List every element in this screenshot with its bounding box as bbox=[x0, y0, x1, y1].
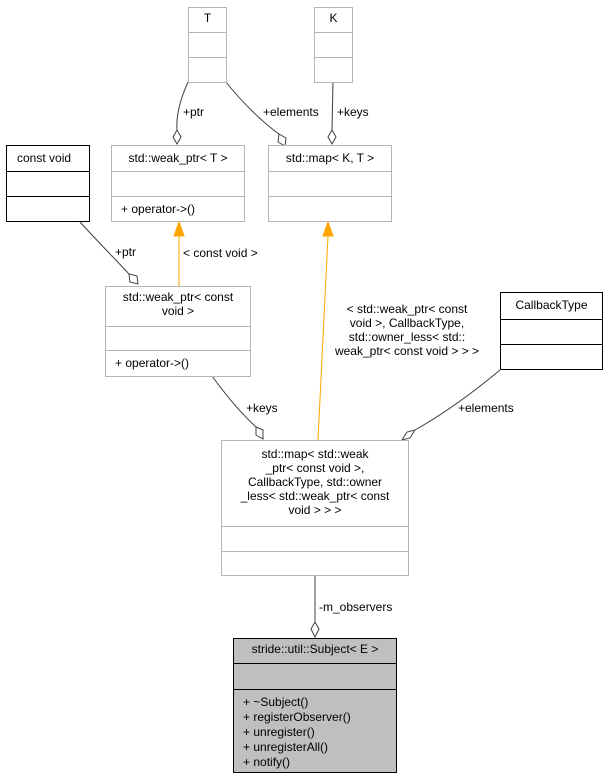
label-weak-template: < const void > bbox=[183, 246, 258, 260]
class-map-k-t-name: std::map< K, T > bbox=[285, 151, 375, 165]
label-map-template: < std::weak_ptr< const void >, CallbackT… bbox=[322, 302, 492, 358]
class-const-void-operations bbox=[7, 196, 89, 222]
class-callback-type-operations bbox=[501, 344, 602, 370]
class-K-attributes bbox=[315, 32, 352, 57]
diamond-icon bbox=[400, 429, 417, 441]
operation-notify: + notify() bbox=[243, 755, 291, 769]
class-weak-ptr-const-void: std::weak_ptr< const void > + operator->… bbox=[105, 286, 251, 377]
class-name-line: void > > > bbox=[288, 503, 342, 517]
label-observers: -m_observers bbox=[319, 600, 393, 614]
label-cb-elements: +elements bbox=[458, 401, 514, 415]
class-name-line: void > bbox=[161, 304, 195, 318]
class-weak-ptr-t: std::weak_ptr< T > + operator->() bbox=[111, 145, 245, 222]
arrow-head-icon bbox=[173, 220, 185, 237]
operation-destructor: + ~Subject() bbox=[243, 695, 309, 709]
class-const-void-name: const void bbox=[17, 151, 72, 165]
class-name-line: CallbackType, std::owner bbox=[247, 475, 383, 489]
class-callback-type-name: CallbackType bbox=[515, 298, 588, 312]
class-T: T bbox=[188, 7, 227, 83]
class-K-name: K bbox=[329, 11, 338, 25]
class-name-line: std::weak_ptr< const bbox=[122, 290, 234, 304]
edge-map-template bbox=[317, 235, 329, 441]
class-weak-ptr-t-attributes bbox=[112, 171, 244, 196]
class-weak-ptr-const-void-name: std::weak_ptr< const void > bbox=[106, 287, 250, 326]
class-T-name: T bbox=[203, 11, 212, 25]
label-line: < std::weak_ptr< const bbox=[346, 302, 468, 316]
class-weak-ptr-const-void-attributes bbox=[106, 326, 250, 350]
class-name-line: std::map< std::weak bbox=[261, 447, 369, 461]
label-line: void >, CallbackType, bbox=[349, 316, 465, 330]
class-const-void-attributes bbox=[7, 171, 89, 196]
class-name-line: _ptr< const void >, bbox=[265, 461, 365, 475]
operation-unregister-all: + unregisterAll() bbox=[243, 740, 329, 754]
class-K: K bbox=[314, 7, 353, 83]
class-weak-ptr-const-void-operation: + operator->() bbox=[106, 350, 250, 377]
label-map-keys: +keys bbox=[246, 401, 278, 415]
class-subject-attributes bbox=[234, 663, 396, 689]
label-t-elements: +elements bbox=[263, 105, 319, 119]
edge-cv-ptr bbox=[79, 221, 130, 275]
diamond-icon bbox=[327, 128, 337, 146]
diamond-icon bbox=[172, 128, 182, 146]
arrow-head-icon bbox=[322, 220, 334, 237]
class-map-observers: std::map< std::weak _ptr< const void >, … bbox=[221, 440, 409, 576]
class-name-line: _less< std::weak_ptr< const bbox=[240, 489, 390, 503]
label-line: std::owner_less< std:: bbox=[348, 330, 466, 344]
edge-k-keys bbox=[331, 81, 334, 131]
diamond-icon bbox=[310, 620, 320, 639]
class-weak-ptr-t-operation: + operator->() bbox=[112, 196, 244, 222]
class-K-operations bbox=[315, 57, 352, 83]
label-t-ptr: +ptr bbox=[183, 105, 205, 119]
class-map-observers-name: std::map< std::weak _ptr< const void >, … bbox=[222, 441, 408, 526]
class-weak-ptr-t-name: std::weak_ptr< T > bbox=[128, 151, 228, 165]
class-map-k-t-attributes bbox=[269, 171, 391, 196]
edge-map-keys bbox=[211, 375, 257, 428]
class-T-attributes bbox=[189, 32, 226, 57]
class-const-void: const void bbox=[6, 145, 90, 222]
diamond-icon bbox=[128, 273, 139, 285]
edge-cb-elements bbox=[414, 369, 501, 431]
class-subject-operations: + ~Subject() + registerObserver() + unre… bbox=[234, 689, 396, 773]
class-map-observers-operations bbox=[222, 551, 408, 576]
class-callback-type: CallbackType bbox=[500, 292, 603, 370]
class-subject: stride::util::Subject< E > + ~Subject() … bbox=[233, 638, 397, 773]
class-map-k-t-operations bbox=[269, 196, 391, 222]
class-callback-type-attributes bbox=[501, 319, 602, 344]
label-k-keys: +keys bbox=[337, 105, 369, 119]
class-map-observers-attributes bbox=[222, 526, 408, 551]
diamond-icon bbox=[255, 426, 264, 440]
edge-t-ptr bbox=[176, 81, 189, 131]
class-map-k-t: std::map< K, T > bbox=[268, 145, 392, 222]
operation-register-observer: + registerObserver() bbox=[243, 710, 351, 724]
class-T-operations bbox=[189, 57, 226, 83]
label-cv-ptr: +ptr bbox=[115, 245, 137, 259]
operation-unregister: + unregister() bbox=[243, 725, 315, 739]
edge-t-elements bbox=[225, 81, 280, 135]
label-line: weak_ptr< const void > > > bbox=[334, 344, 480, 358]
class-subject-name: stride::util::Subject< E > bbox=[251, 642, 379, 656]
